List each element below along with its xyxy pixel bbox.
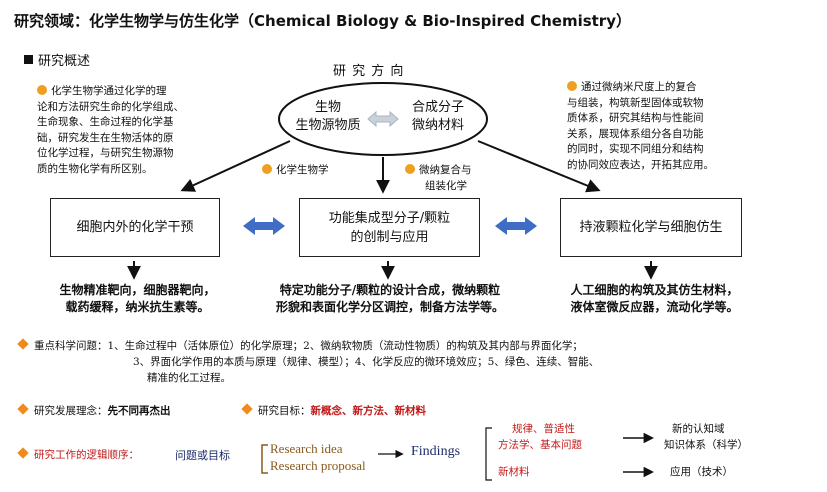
micro-nano-text: 组装化学	[425, 179, 467, 192]
page-title: 研究领域：化学生物学与仿生化学（Chemical Biology & Bio-I…	[14, 12, 631, 30]
orange-dot-icon	[405, 164, 415, 174]
diamond-bullet-icon	[17, 338, 29, 350]
outcome-line: 生物精准靶向，细胞器靶向，	[59, 283, 216, 297]
box-left-label: 细胞内外的化学干预	[76, 220, 194, 235]
direction-right-line: 合成分子	[411, 100, 464, 115]
orange-dot-icon	[37, 85, 47, 95]
blue-double-arrow-right	[495, 217, 537, 235]
goal-label: 研究目标：	[258, 405, 311, 417]
logic-label: 研究工作的逻辑顺序：	[34, 449, 139, 461]
goal-row: 研究目标：新概念、新方法、新材料	[240, 403, 427, 420]
outcome-line: 人工细胞的构筑及其仿生材料，	[570, 283, 739, 297]
logic-row: 研究工作的逻辑顺序：	[16, 447, 139, 464]
key-issues-line: 精准的化工过程。	[147, 372, 231, 384]
note-line: 的协同效应表达，开拓其应用。	[567, 158, 714, 171]
outcome-right: 人工细胞的构筑及其仿生材料， 液体室微反应器，流动化学等。	[562, 282, 747, 316]
key-issues-line: 1、生命过程中（活体原位）的化学原理；2、微纳软物质（流动性物质）的构筑及其内部…	[107, 340, 583, 352]
note-line: 质的生物化学有所区别。	[37, 162, 153, 175]
micro-nano-text: 微纳复合与	[419, 164, 472, 176]
direction-left-line: 生物源物质	[295, 118, 361, 133]
box-particle-biomimetic: 持液颗粒化学与细胞仿生	[560, 198, 742, 257]
box-right-label: 持液颗粒化学与细胞仿生	[579, 220, 723, 235]
research-proposal: Research proposal	[270, 458, 366, 473]
box-functional-molecules: 功能集成型分子/颗粒 的创制与应用	[299, 198, 480, 257]
note-line: 生命现象、生命过程的化学基	[37, 116, 174, 128]
outcome-line: 液体室微反应器，流动化学等。	[570, 300, 739, 314]
diamond-bullet-icon	[17, 403, 29, 415]
result-application: 应用（技术）	[670, 466, 733, 478]
concept-label: 研究发展理念：	[34, 405, 108, 417]
research-items: Research idea Research proposal	[270, 440, 366, 474]
orange-dot-icon	[262, 164, 272, 174]
overview-heading: 研究概述	[24, 50, 90, 69]
note-line: 质体系，研究其结构与性能间	[567, 112, 704, 124]
outcome-center: 特定功能分子/颗粒的设计合成，微纳颗粒 形貌和表面化学分区调控，制备方法学等。	[262, 282, 518, 316]
arrow-to-right-box	[477, 140, 601, 193]
square-bullet-icon	[24, 55, 33, 64]
chem-bio-text: 化学生物学	[276, 164, 329, 176]
result-line: 新的认知域	[672, 423, 725, 435]
key-issues: 重点科学问题：1、生命过程中（活体原位）的化学原理；2、微纳软物质（流动性物质）…	[16, 338, 816, 386]
overview-label: 研究概述	[38, 54, 91, 69]
right-note: 通过微纳米尺度上的复合 与组装，构筑新型固体或软物 质体系，研究其结构与性能间 …	[567, 80, 767, 173]
box-chemical-intervention: 细胞内外的化学干预	[50, 198, 220, 257]
research-bracket	[261, 444, 268, 474]
blue-double-arrow-left	[243, 217, 285, 235]
findings-bracket	[485, 427, 492, 481]
note-line: 化学生物学通过化学的理	[51, 85, 167, 97]
note-line: 论和方法研究生命的化学组成、	[37, 100, 184, 113]
note-line: 位化学过程，与研究生物源物	[37, 147, 174, 159]
direction-right-text: 合成分子 微纳材料	[398, 99, 478, 135]
box-center-line: 功能集成型分子/颗粒	[328, 210, 451, 226]
outcome-left: 生物精准靶向，细胞器靶向， 载药缓释，纳米抗生素等。	[45, 282, 230, 316]
concept-value: 先不同再杰出	[107, 405, 171, 417]
branch-line: 方法学、基本问题	[498, 439, 582, 451]
note-line: 的同时，实现不同组分和结构	[567, 143, 704, 155]
note-line: 与组装，构筑新型固体或软物	[567, 96, 704, 109]
exchange-arrow-icon	[367, 110, 399, 128]
direction-right-line: 微纳材料	[411, 118, 464, 133]
key-issues-line: 3、界面化学作用的本质与原理（规律、模型）；4、化学反应的微环境效应；5、绿色、…	[133, 356, 600, 368]
diamond-bullet-icon	[241, 403, 253, 415]
box-center-line: 的创制与应用	[350, 229, 429, 245]
note-line: 础，研究发生在生物活体的原	[37, 131, 174, 144]
diamond-bullet-icon	[17, 447, 29, 459]
branch-rules: 规律、普适性 方法学、基本问题	[498, 421, 582, 453]
branch-line: 规律、普适性	[512, 423, 575, 435]
outcome-line: 形貌和表面化学分区调控，制备方法学等。	[275, 300, 504, 314]
left-note: 化学生物学通过化学的理 论和方法研究生命的化学组成、 生命现象、生命过程的化学基…	[37, 84, 247, 177]
direction-left-text: 生物 生物源物质	[288, 99, 368, 135]
outcome-line: 载药缓释，纳米抗生素等。	[65, 300, 210, 314]
arrow-to-left-box	[180, 140, 291, 192]
findings-label: Findings	[411, 444, 461, 459]
outcome-line: 特定功能分子/颗粒的设计合成，微纳颗粒	[279, 283, 501, 297]
logic-problem: 问题或目标	[175, 449, 230, 462]
micro-nano-label: 微纳复合与 组装化学	[405, 163, 472, 194]
result-knowledge: 新的认知域 知识体系（科学）	[664, 421, 748, 453]
orange-dot-icon	[567, 81, 577, 91]
research-idea: Research idea	[270, 441, 343, 456]
goal-value: 新概念、新方法、新材料	[310, 405, 427, 417]
direction-left-line: 生物	[314, 100, 341, 115]
branch-materials: 新材料	[498, 466, 530, 478]
concept-row: 研究发展理念：先不同再杰出	[16, 403, 171, 420]
note-line: 通过微纳米尺度上的复合	[581, 81, 697, 93]
direction-title: 研 究 方 向	[333, 64, 405, 79]
result-line: 知识体系（科学）	[664, 439, 748, 451]
key-issues-label: 重点科学问题：	[34, 340, 108, 352]
note-line: 关系，展现体系组分各自功能	[567, 127, 704, 140]
chem-bio-label: 化学生物学	[262, 163, 329, 179]
